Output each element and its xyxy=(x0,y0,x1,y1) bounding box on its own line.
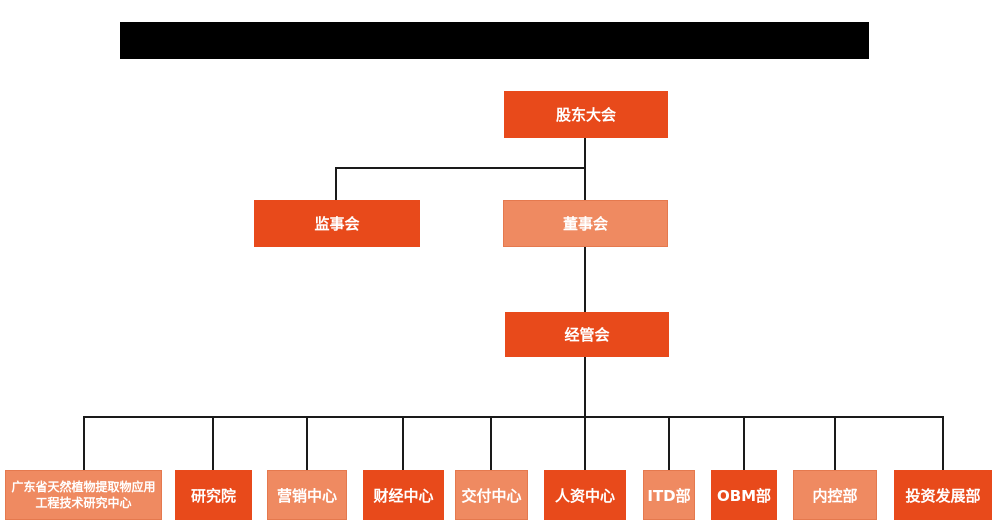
connector-board-drop xyxy=(584,167,586,200)
org-node-dept-investment-development: 投资发展部 xyxy=(894,470,992,520)
org-node-dept-research-center: 广东省天然植物提取物应用工程技术研究中心 xyxy=(5,470,162,520)
org-node-management-committee: 经管会 xyxy=(505,312,669,357)
org-node-label: ITD部 xyxy=(647,486,691,505)
org-node-label: 监事会 xyxy=(314,215,360,233)
org-node-label: 人资中心 xyxy=(554,486,615,505)
connector-level2-horizontal xyxy=(335,167,586,169)
connector-dept-drop-10 xyxy=(942,416,944,470)
org-node-supervisory-board: 监事会 xyxy=(254,200,420,247)
org-node-label: 董事会 xyxy=(562,215,608,233)
connector-supervisory-drop xyxy=(335,167,337,200)
org-node-label: 股东大会 xyxy=(555,106,616,124)
org-node-dept-marketing-center: 营销中心 xyxy=(267,470,347,520)
connector-root-down xyxy=(584,138,586,169)
org-node-dept-finance-center: 财经中心 xyxy=(363,470,444,520)
org-node-label: OBM部 xyxy=(716,486,772,505)
org-node-label: 经管会 xyxy=(564,326,610,344)
org-node-dept-internal-control: 内控部 xyxy=(793,470,877,520)
org-node-dept-itd: ITD部 xyxy=(643,470,695,520)
org-node-label: 内控部 xyxy=(812,486,858,505)
connector-dept-drop-5 xyxy=(490,416,492,470)
org-node-dept-research-institute: 研究院 xyxy=(175,470,252,520)
org-node-label: 财经中心 xyxy=(373,486,434,505)
org-node-dept-hr-center: 人资中心 xyxy=(544,470,626,520)
connector-dept-drop-8 xyxy=(743,416,745,470)
connector-dept-drop-9 xyxy=(834,416,836,470)
connector-dept-drop-7 xyxy=(668,416,670,470)
org-node-label: 广东省天然植物提取物应用工程技术研究中心 xyxy=(11,479,156,510)
connector-board-to-management xyxy=(584,247,586,312)
connector-dept-drop-1 xyxy=(83,416,85,470)
connector-dept-drop-2 xyxy=(212,416,214,470)
org-node-label: 投资发展部 xyxy=(905,486,981,505)
org-node-label: 研究院 xyxy=(190,486,236,505)
connector-management-to-bus xyxy=(584,357,586,418)
org-node-shareholders-meeting: 股东大会 xyxy=(504,91,668,138)
connector-dept-drop-6 xyxy=(584,416,586,470)
connector-dept-drop-3 xyxy=(306,416,308,470)
org-node-dept-delivery-center: 交付中心 xyxy=(455,470,528,520)
redacted-title-bar xyxy=(120,22,869,59)
org-node-label: 营销中心 xyxy=(276,486,337,505)
org-node-board-of-directors: 董事会 xyxy=(503,200,668,247)
org-node-label: 交付中心 xyxy=(461,486,522,505)
org-node-dept-obm: OBM部 xyxy=(711,470,777,520)
connector-dept-drop-4 xyxy=(402,416,404,470)
connector-departments-bus xyxy=(83,416,944,418)
